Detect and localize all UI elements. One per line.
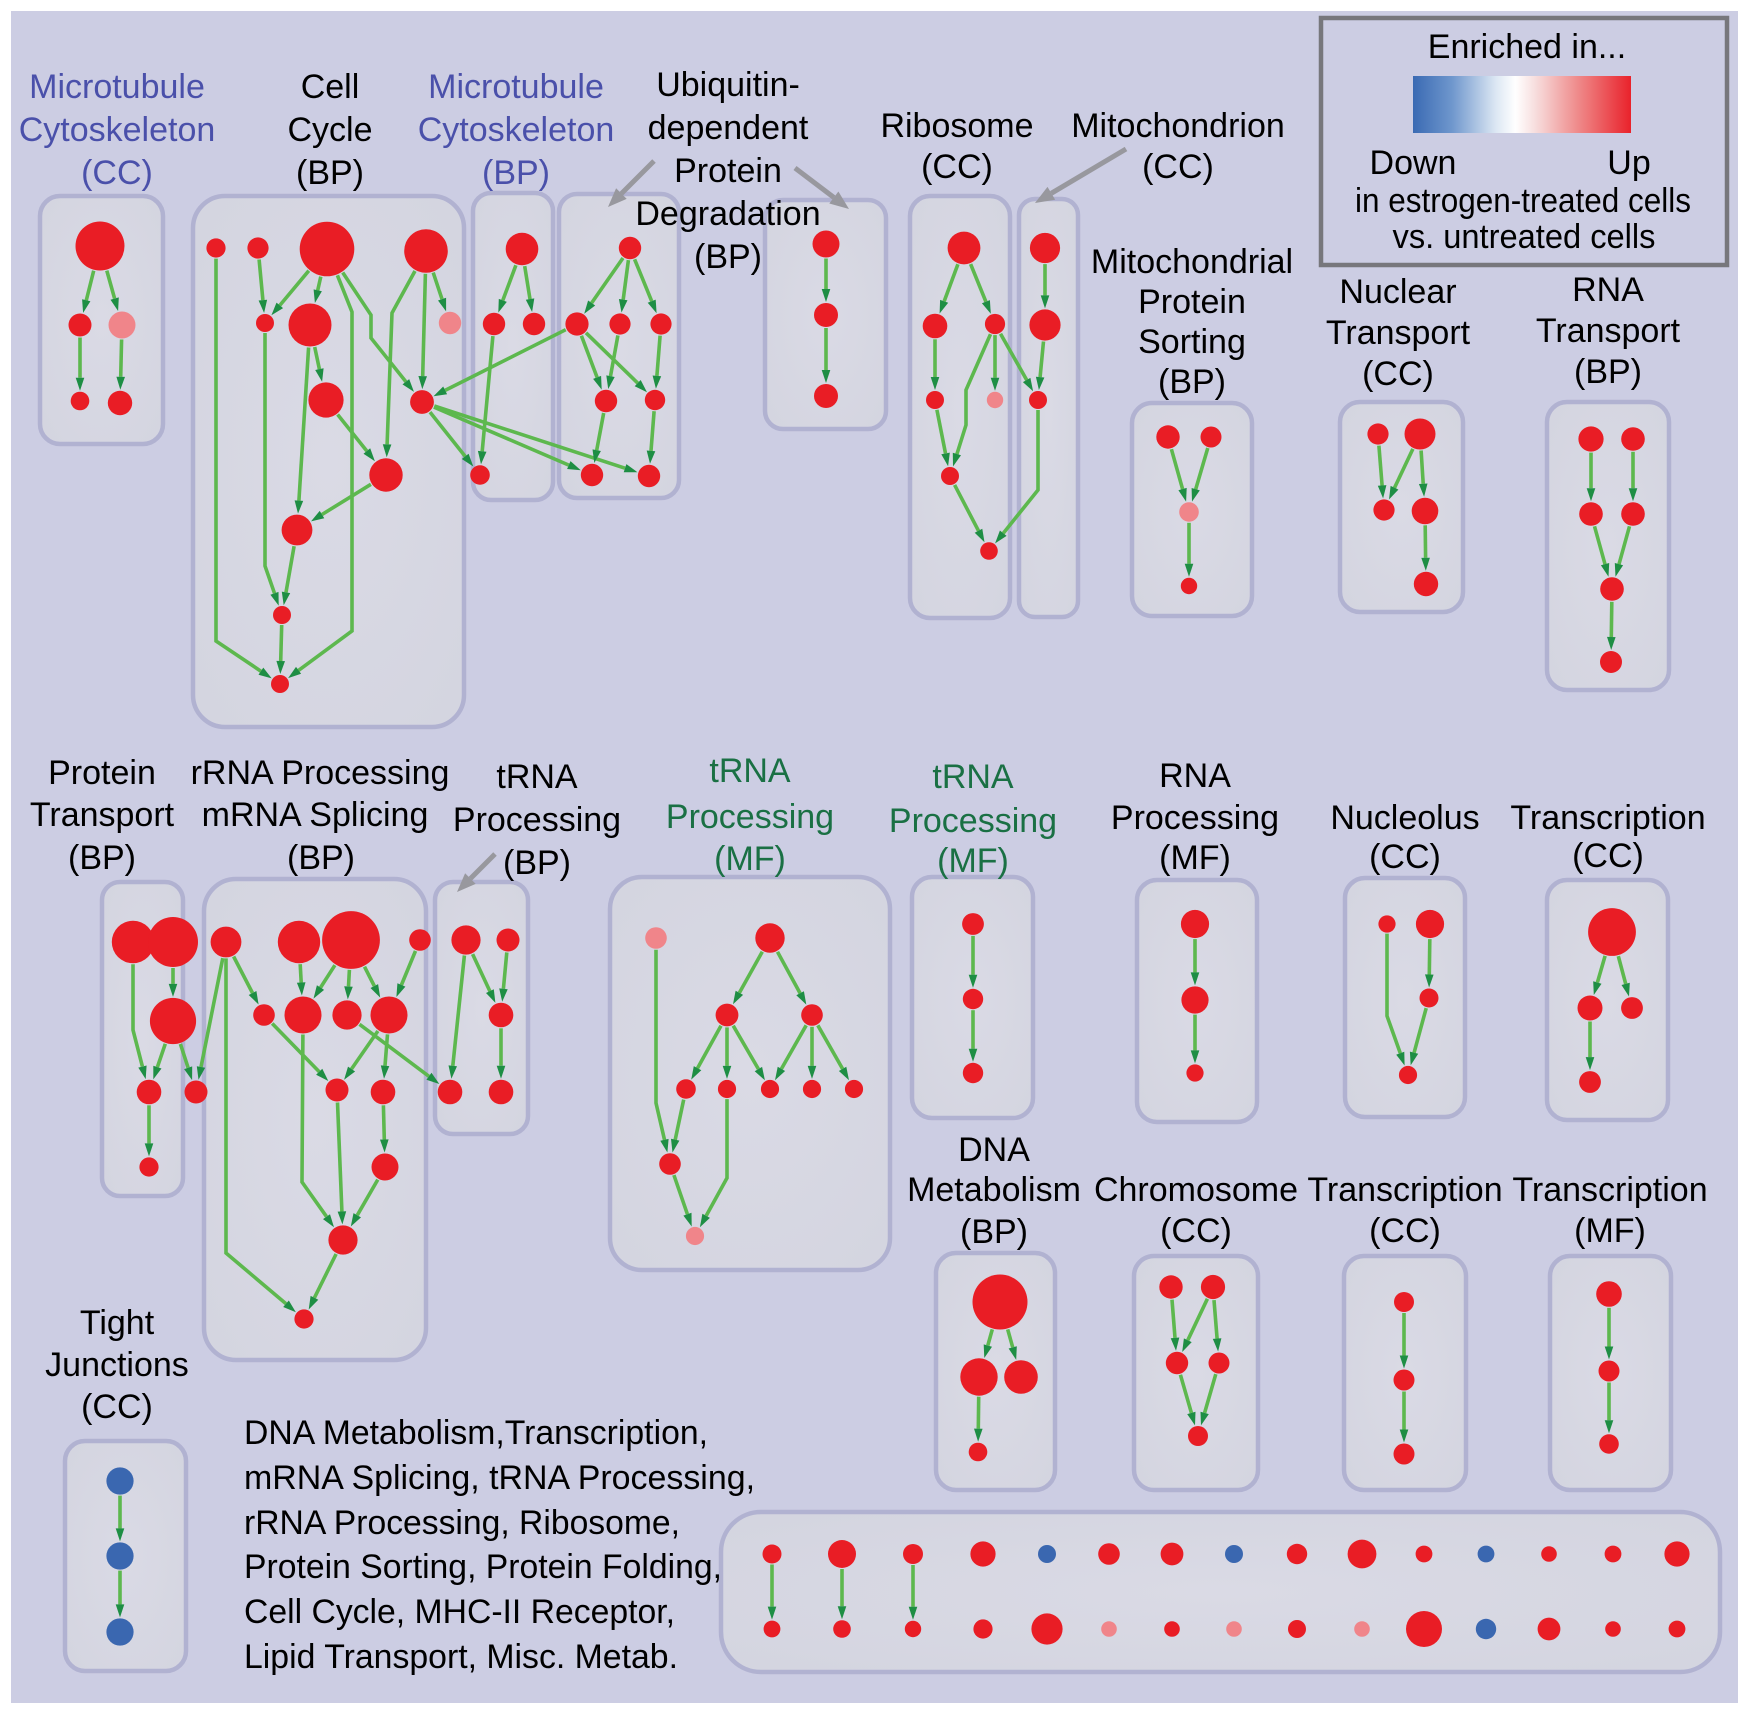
svg-text:Nucleolus: Nucleolus bbox=[1330, 799, 1479, 837]
svg-text:(BP): (BP) bbox=[68, 839, 136, 877]
svg-text:Up: Up bbox=[1607, 144, 1650, 182]
svg-text:Lipid Transport, Misc. Metab.: Lipid Transport, Misc. Metab. bbox=[244, 1638, 678, 1676]
svg-text:(CC): (CC) bbox=[1369, 838, 1441, 876]
svg-text:(MF): (MF) bbox=[937, 842, 1009, 880]
svg-text:Processing: Processing bbox=[1111, 799, 1279, 837]
svg-text:RNA: RNA bbox=[1159, 757, 1231, 795]
svg-text:(BP): (BP) bbox=[1574, 353, 1642, 391]
svg-text:(CC): (CC) bbox=[81, 1388, 153, 1426]
svg-text:(CC): (CC) bbox=[1142, 148, 1214, 186]
svg-text:DNA: DNA bbox=[958, 1131, 1030, 1169]
svg-text:(CC): (CC) bbox=[1160, 1212, 1232, 1250]
svg-text:Degradation: Degradation bbox=[635, 195, 820, 233]
svg-text:(BP): (BP) bbox=[1158, 363, 1226, 401]
svg-text:(CC): (CC) bbox=[1572, 837, 1644, 875]
svg-text:Cell Cycle, MHC-II Receptor,: Cell Cycle, MHC-II Receptor, bbox=[244, 1593, 675, 1631]
svg-text:Microtubule: Microtubule bbox=[29, 68, 205, 106]
svg-text:Transcription: Transcription bbox=[1510, 799, 1705, 837]
svg-text:Protein: Protein bbox=[48, 754, 156, 792]
svg-text:Transport: Transport bbox=[1536, 312, 1681, 350]
svg-text:DNA Metabolism,Transcription,: DNA Metabolism,Transcription, bbox=[244, 1414, 708, 1452]
svg-text:(BP): (BP) bbox=[287, 839, 355, 877]
svg-text:Transcription: Transcription bbox=[1512, 1171, 1707, 1209]
svg-text:mRNA Splicing: mRNA Splicing bbox=[202, 796, 429, 834]
svg-text:Junctions: Junctions bbox=[45, 1346, 189, 1384]
svg-text:(BP): (BP) bbox=[503, 844, 571, 882]
svg-text:mRNA Splicing, tRNA Processing: mRNA Splicing, tRNA Processing, bbox=[244, 1459, 755, 1497]
svg-text:Protein Sorting, Protein Foldi: Protein Sorting, Protein Folding, bbox=[244, 1548, 722, 1586]
svg-text:Mitochondrion: Mitochondrion bbox=[1071, 107, 1285, 145]
svg-text:Nuclear: Nuclear bbox=[1339, 273, 1456, 311]
svg-text:Tight: Tight bbox=[80, 1304, 155, 1342]
svg-text:Enriched in...: Enriched in... bbox=[1428, 28, 1626, 66]
svg-text:Cycle: Cycle bbox=[287, 111, 372, 149]
svg-text:(MF): (MF) bbox=[1574, 1212, 1646, 1250]
svg-text:Transcription: Transcription bbox=[1307, 1171, 1502, 1209]
svg-text:rRNA Processing, Ribosome,: rRNA Processing, Ribosome, bbox=[244, 1504, 680, 1542]
svg-text:Protein: Protein bbox=[674, 152, 782, 190]
svg-text:(MF): (MF) bbox=[714, 840, 786, 878]
svg-text:Protein: Protein bbox=[1138, 283, 1246, 321]
svg-text:tRNA: tRNA bbox=[709, 752, 791, 790]
svg-text:Transport: Transport bbox=[1326, 314, 1471, 352]
svg-text:(MF): (MF) bbox=[1159, 839, 1231, 877]
svg-text:Cytoskeleton: Cytoskeleton bbox=[418, 111, 615, 149]
svg-text:Processing: Processing bbox=[666, 798, 834, 836]
svg-text:Cytoskeleton: Cytoskeleton bbox=[19, 111, 216, 149]
svg-text:Chromosome: Chromosome bbox=[1094, 1171, 1298, 1209]
svg-text:(BP): (BP) bbox=[482, 154, 550, 192]
svg-text:Processing: Processing bbox=[889, 802, 1057, 840]
svg-text:Sorting: Sorting bbox=[1138, 323, 1246, 361]
svg-text:RNA: RNA bbox=[1572, 271, 1644, 309]
svg-text:Mitochondrial: Mitochondrial bbox=[1091, 243, 1293, 281]
svg-text:(BP): (BP) bbox=[960, 1213, 1028, 1251]
svg-text:vs. untreated cells: vs. untreated cells bbox=[1393, 218, 1656, 256]
svg-text:(CC): (CC) bbox=[921, 148, 993, 186]
svg-text:(CC): (CC) bbox=[81, 154, 153, 192]
svg-text:Ribosome: Ribosome bbox=[880, 107, 1033, 145]
svg-text:(CC): (CC) bbox=[1369, 1212, 1441, 1250]
svg-text:tRNA: tRNA bbox=[932, 758, 1014, 796]
svg-text:(BP): (BP) bbox=[296, 154, 364, 192]
svg-text:Ubiquitin-: Ubiquitin- bbox=[656, 66, 800, 104]
svg-text:Transport: Transport bbox=[30, 796, 175, 834]
svg-text:tRNA: tRNA bbox=[496, 758, 578, 796]
svg-text:(BP): (BP) bbox=[694, 238, 762, 276]
svg-text:rRNA Processing: rRNA Processing bbox=[191, 754, 450, 792]
svg-text:in estrogen-treated cells: in estrogen-treated cells bbox=[1355, 182, 1691, 220]
svg-text:Cell: Cell bbox=[301, 68, 360, 106]
svg-text:Metabolism: Metabolism bbox=[907, 1171, 1081, 1209]
svg-text:Down: Down bbox=[1370, 144, 1457, 182]
svg-text:Processing: Processing bbox=[453, 801, 621, 839]
svg-text:(CC): (CC) bbox=[1362, 355, 1434, 393]
svg-text:dependent: dependent bbox=[648, 109, 809, 147]
svg-text:Microtubule: Microtubule bbox=[428, 68, 604, 106]
